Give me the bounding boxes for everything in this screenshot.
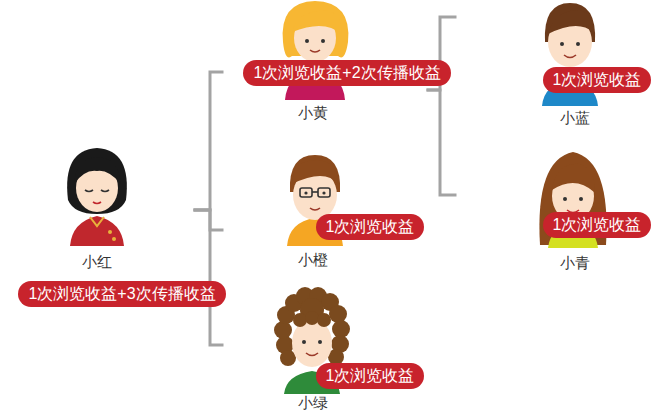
person-name: 小青: [560, 254, 590, 272]
curl: [329, 305, 347, 323]
earnings-badge: 1次浏览收益+2次传播收益: [243, 60, 450, 86]
collar: [90, 217, 104, 226]
glasses-bridge: [312, 191, 318, 193]
bangs: [552, 164, 594, 192]
person-name: 小红: [82, 253, 112, 271]
hair: [67, 148, 127, 214]
person-name: 小绿: [298, 394, 328, 412]
button: [108, 230, 112, 234]
curl: [305, 311, 319, 325]
person-node: 小红1次浏览收益+3次传播收益: [2, 140, 195, 315]
eye: [579, 197, 583, 201]
bangs: [292, 11, 342, 34]
mouth: [564, 55, 576, 58]
eye: [563, 197, 567, 201]
person-node: 小青 1次浏览收益: [455, 150, 660, 275]
person-name: 小橙: [298, 251, 328, 269]
earnings-badge: 1次浏览收益: [543, 212, 652, 238]
glasses: [300, 188, 312, 197]
eye: [321, 39, 325, 43]
earnings-badge: 1次浏览收益+3次传播收益: [18, 281, 225, 307]
person-name: 小蓝: [560, 109, 590, 127]
bracket-connector: [195, 210, 222, 345]
eye: [305, 39, 309, 43]
earnings-badge: 1次浏览收益: [543, 67, 652, 93]
mouth: [310, 50, 320, 52]
person-node: 小橙 1次浏览收益: [222, 150, 436, 270]
eye: [560, 42, 564, 46]
eyes: [85, 190, 109, 192]
qipao-body: [70, 216, 124, 246]
person-node: 小蓝 1次浏览收益: [455, 0, 660, 130]
bangs: [74, 157, 121, 184]
eye: [576, 42, 580, 46]
bangs: [292, 160, 338, 184]
earnings-badge: 1次浏览收益: [316, 363, 425, 389]
earnings-badge: 1次浏览收益: [316, 214, 425, 240]
eye: [302, 340, 306, 344]
bracket-connector: [195, 72, 222, 210]
curl: [274, 321, 292, 339]
person-name: 小黄: [298, 104, 328, 122]
eye: [322, 191, 325, 194]
mouth: [93, 202, 101, 204]
bangs: [548, 10, 593, 34]
glasses: [318, 188, 330, 197]
bracket-connector: [428, 90, 455, 195]
eye: [304, 191, 307, 194]
eye: [318, 340, 322, 344]
person-node: 小黄1次浏览收益+2次传播收益: [222, 0, 428, 125]
curly-hair: [274, 287, 350, 366]
button: [112, 237, 116, 241]
curl: [317, 313, 331, 327]
curl: [293, 313, 307, 327]
person-node: 小绿 1次浏览收益: [222, 290, 436, 412]
avatar-red: [67, 148, 127, 246]
mouth: [306, 353, 318, 356]
mouth: [310, 208, 320, 210]
